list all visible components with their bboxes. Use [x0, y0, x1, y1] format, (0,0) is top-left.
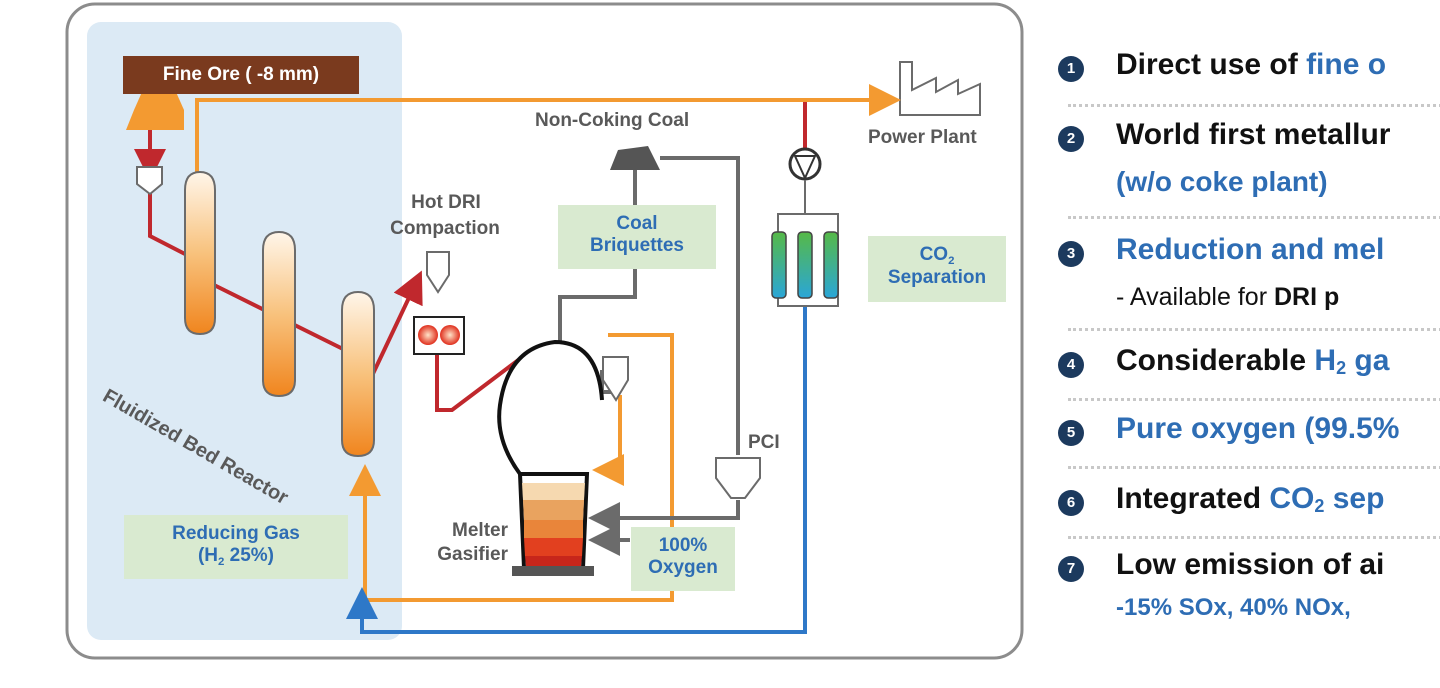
- cyclone-return-flow: [592, 395, 624, 486]
- process-diagram: Fine Ore ( -8 mm) Non-Coking Coal Power …: [65, 2, 1024, 660]
- reactor-3: [341, 290, 375, 458]
- feature-number-badge: 2: [1058, 126, 1084, 152]
- feature-text: Reduction and mel: [1116, 233, 1385, 266]
- feature-item: 1 Direct use of fine o: [1058, 48, 1440, 98]
- roller-icon: [418, 325, 438, 345]
- divider: [1068, 466, 1440, 469]
- separation-column: [771, 231, 787, 299]
- pci-label: PCI: [748, 432, 780, 453]
- compaction-label: Compaction: [390, 218, 500, 239]
- roller-icon: [440, 325, 460, 345]
- coal-briquettes-label: Coal Briquettes: [558, 205, 716, 269]
- process-diagram-svg: [65, 2, 1024, 660]
- feature-text: Direct use of fine o: [1116, 48, 1387, 81]
- feature-item: 5 Pure oxygen (99.5%: [1058, 412, 1440, 462]
- factory-icon: [899, 61, 981, 116]
- non-coking-coal-label: Non-Coking Coal: [535, 110, 690, 131]
- pci-injection-flow: [588, 500, 740, 534]
- feature-item: 4 Considerable H2 ga: [1058, 344, 1440, 394]
- power-plant-label: Power Plant: [868, 127, 977, 148]
- gasifier-label: Gasifier: [437, 544, 508, 565]
- features-list: 1 Direct use of fine o 2 World first met…: [1058, 0, 1440, 683]
- divider: [1068, 398, 1440, 401]
- dri-hopper-icon: [426, 251, 450, 294]
- coal-pci-line: [660, 156, 740, 455]
- divider: [1068, 216, 1440, 219]
- reducing-gas-label: Reducing Gas (H2 25%): [124, 515, 348, 579]
- feature-number-badge: 5: [1058, 420, 1084, 446]
- coal-pile-icon: [610, 146, 660, 170]
- feature-number-badge: 3: [1058, 241, 1084, 267]
- feature-number-badge: 6: [1058, 490, 1084, 516]
- divider: [1068, 104, 1440, 107]
- feature-text: World first metallur: [1116, 118, 1391, 151]
- feature-number-badge: 1: [1058, 56, 1084, 82]
- feature-text: Considerable H2 ga: [1116, 344, 1390, 378]
- cyclone-icon: [602, 356, 629, 402]
- reactor-to-compaction-flow: [368, 270, 423, 381]
- feature-item: 2 World first metallur (w/o coke plant): [1058, 118, 1440, 208]
- feature-text: Pure oxygen (99.5%: [1116, 412, 1400, 445]
- divider: [1068, 536, 1440, 539]
- feature-item: 7 Low emission of ai -15% SOx, 40% NOx,: [1058, 548, 1440, 638]
- feature-item: 3 Reduction and mel - Available for DRI …: [1058, 233, 1440, 323]
- hot-dri-label: Hot DRI: [411, 192, 481, 213]
- ore-hopper-icon: [136, 166, 163, 196]
- separation-column: [823, 231, 839, 299]
- feature-subtext: -15% SOx, 40% NOx,: [1116, 594, 1351, 621]
- compressor-icon: [788, 147, 822, 181]
- feature-item: 6 Integrated CO2 sep: [1058, 482, 1440, 532]
- co2-separation-label: CO2 Separation: [868, 236, 1006, 302]
- melter-gasifier: [497, 339, 604, 576]
- pci-cyclone-icon: [715, 457, 761, 499]
- ore-pile-icon: [126, 92, 184, 130]
- feature-text: Integrated CO2 sep: [1116, 482, 1385, 516]
- reactor-2: [262, 230, 296, 398]
- fine-ore-label: Fine Ore ( -8 mm): [123, 56, 359, 94]
- melter-label: Melter: [452, 520, 508, 541]
- fluidized-reactors: [184, 170, 375, 458]
- feature-subtext: - Available for DRI p: [1116, 283, 1340, 311]
- reducing-gas-flow: [349, 333, 674, 602]
- reactor-1: [184, 170, 216, 336]
- recycle-gas-flow: [346, 305, 807, 634]
- feature-number-badge: 4: [1058, 352, 1084, 378]
- separation-column: [797, 231, 813, 299]
- feature-subtext: (w/o coke plant): [1116, 166, 1328, 197]
- feature-text: Low emission of ai: [1116, 548, 1385, 581]
- ore-to-reactor-flow: [148, 190, 186, 256]
- feature-number-badge: 7: [1058, 556, 1084, 582]
- divider: [1068, 328, 1440, 331]
- oxygen-label: 100% Oxygen: [631, 527, 735, 591]
